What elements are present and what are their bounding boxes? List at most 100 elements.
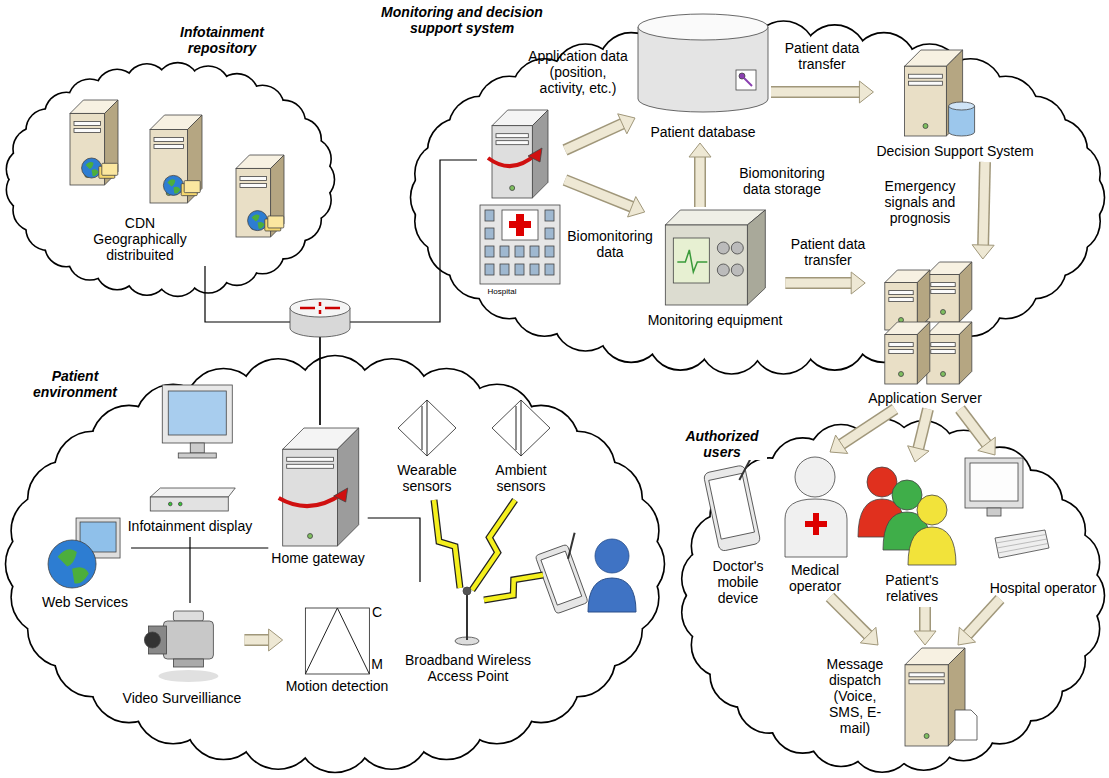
component-node: Application Server <box>865 259 985 409</box>
data-cylinder <box>949 102 975 136</box>
cylinder-top <box>638 14 768 40</box>
cloud-region: Infotainment repositoryCDN Geographicall… <box>5 62 335 297</box>
drive-slot <box>931 283 955 287</box>
arrow-head <box>860 627 878 645</box>
node-label: Monitoring equipment <box>648 312 783 328</box>
network-link <box>190 537 191 603</box>
monitor-base <box>178 453 216 458</box>
continent <box>252 214 265 228</box>
router-top <box>290 299 350 317</box>
axis-letter: M <box>371 656 383 672</box>
wire <box>189 537 190 603</box>
cloud-core <box>44 394 627 735</box>
arrow-body <box>696 156 705 207</box>
edge-label: Emergency signals and prognosis <box>875 178 965 226</box>
settop-top <box>150 488 235 497</box>
component-node: Home gateway <box>268 425 367 569</box>
component-node: Ambient sensors <box>478 397 564 497</box>
node-label: Message dispatch (Voice, SMS, E-mail) <box>820 656 890 736</box>
globe-icon <box>163 175 183 195</box>
patient-head <box>595 539 629 573</box>
node-icon <box>635 11 771 143</box>
document-icon <box>955 710 977 740</box>
arrow-curve <box>279 494 342 506</box>
drive-slot <box>496 141 528 145</box>
keyboard <box>995 530 1049 558</box>
cloud-outline <box>411 21 1104 373</box>
region-heading: Authorized users <box>678 428 767 460</box>
drive-slot <box>240 176 267 180</box>
region-heading: Infotainment repository <box>155 24 289 56</box>
continent <box>86 162 99 176</box>
power-led <box>899 372 904 377</box>
server-front <box>927 335 959 384</box>
drive-slot <box>931 290 955 294</box>
person-body <box>785 499 847 557</box>
server-front <box>885 335 917 384</box>
server-icon <box>927 262 972 322</box>
equipment-front <box>665 225 747 305</box>
server-side <box>959 262 972 322</box>
node-label: Broadband Wireless Access Point <box>398 652 538 684</box>
axis-letter: C <box>372 604 382 620</box>
component-node: Hospital <box>477 107 565 300</box>
drive-slot <box>909 680 944 684</box>
signal-trace <box>677 250 707 272</box>
node-icon <box>268 425 367 569</box>
drive-slot <box>154 145 183 149</box>
folder-icon <box>268 216 284 228</box>
power-led <box>941 372 946 377</box>
tablet-body <box>703 465 761 552</box>
camera-shadow <box>158 670 218 682</box>
server-icon <box>150 115 202 203</box>
server-front <box>283 449 338 546</box>
database-icon <box>638 14 768 112</box>
person-body <box>908 527 956 565</box>
component-node: Decision Support System <box>873 47 1036 162</box>
settop-led <box>178 502 182 506</box>
monitor-frame <box>965 458 1023 508</box>
motion-frame <box>305 608 369 674</box>
arrow-head <box>958 627 976 645</box>
component-node: Doctor's mobile device <box>699 457 777 609</box>
server-icon <box>885 322 930 384</box>
server-icon <box>492 110 548 198</box>
drive-slot <box>240 183 267 187</box>
arrow-tip <box>528 148 542 162</box>
monitor-screen <box>168 391 226 435</box>
key-badge <box>736 70 756 90</box>
power-led <box>923 124 928 129</box>
hospital-building <box>480 205 560 284</box>
drive-slot <box>496 134 528 138</box>
window <box>485 210 494 221</box>
node-label: Hospital operator <box>990 580 1097 596</box>
equipment-knob <box>731 264 743 276</box>
wire <box>131 547 268 548</box>
window <box>530 246 539 257</box>
drive-slot <box>287 457 334 461</box>
drive-slot <box>889 298 913 302</box>
equipment-knob <box>731 242 743 254</box>
node-label: Motion detection <box>286 678 389 694</box>
server-side <box>338 428 359 546</box>
node-label: Ambient sensors <box>481 462 561 494</box>
server-front <box>905 665 948 746</box>
globe <box>48 540 96 588</box>
router-arrow <box>319 310 322 314</box>
monitor-frame <box>162 385 232 443</box>
server-icon <box>885 270 930 330</box>
window <box>500 246 509 257</box>
node-label: Doctor's mobile device <box>702 558 774 606</box>
tablet-screen <box>709 473 755 539</box>
motion-line <box>305 608 337 674</box>
window <box>545 246 554 257</box>
camera-body <box>163 621 213 659</box>
person-head <box>795 457 835 497</box>
folder-icon <box>184 181 200 193</box>
sensor-diamond <box>492 400 550 456</box>
person-head <box>917 495 947 525</box>
antenna-mast <box>466 593 468 640</box>
power-led <box>924 734 929 739</box>
node-label: Patient's relatives <box>872 572 952 604</box>
continent <box>58 549 89 583</box>
